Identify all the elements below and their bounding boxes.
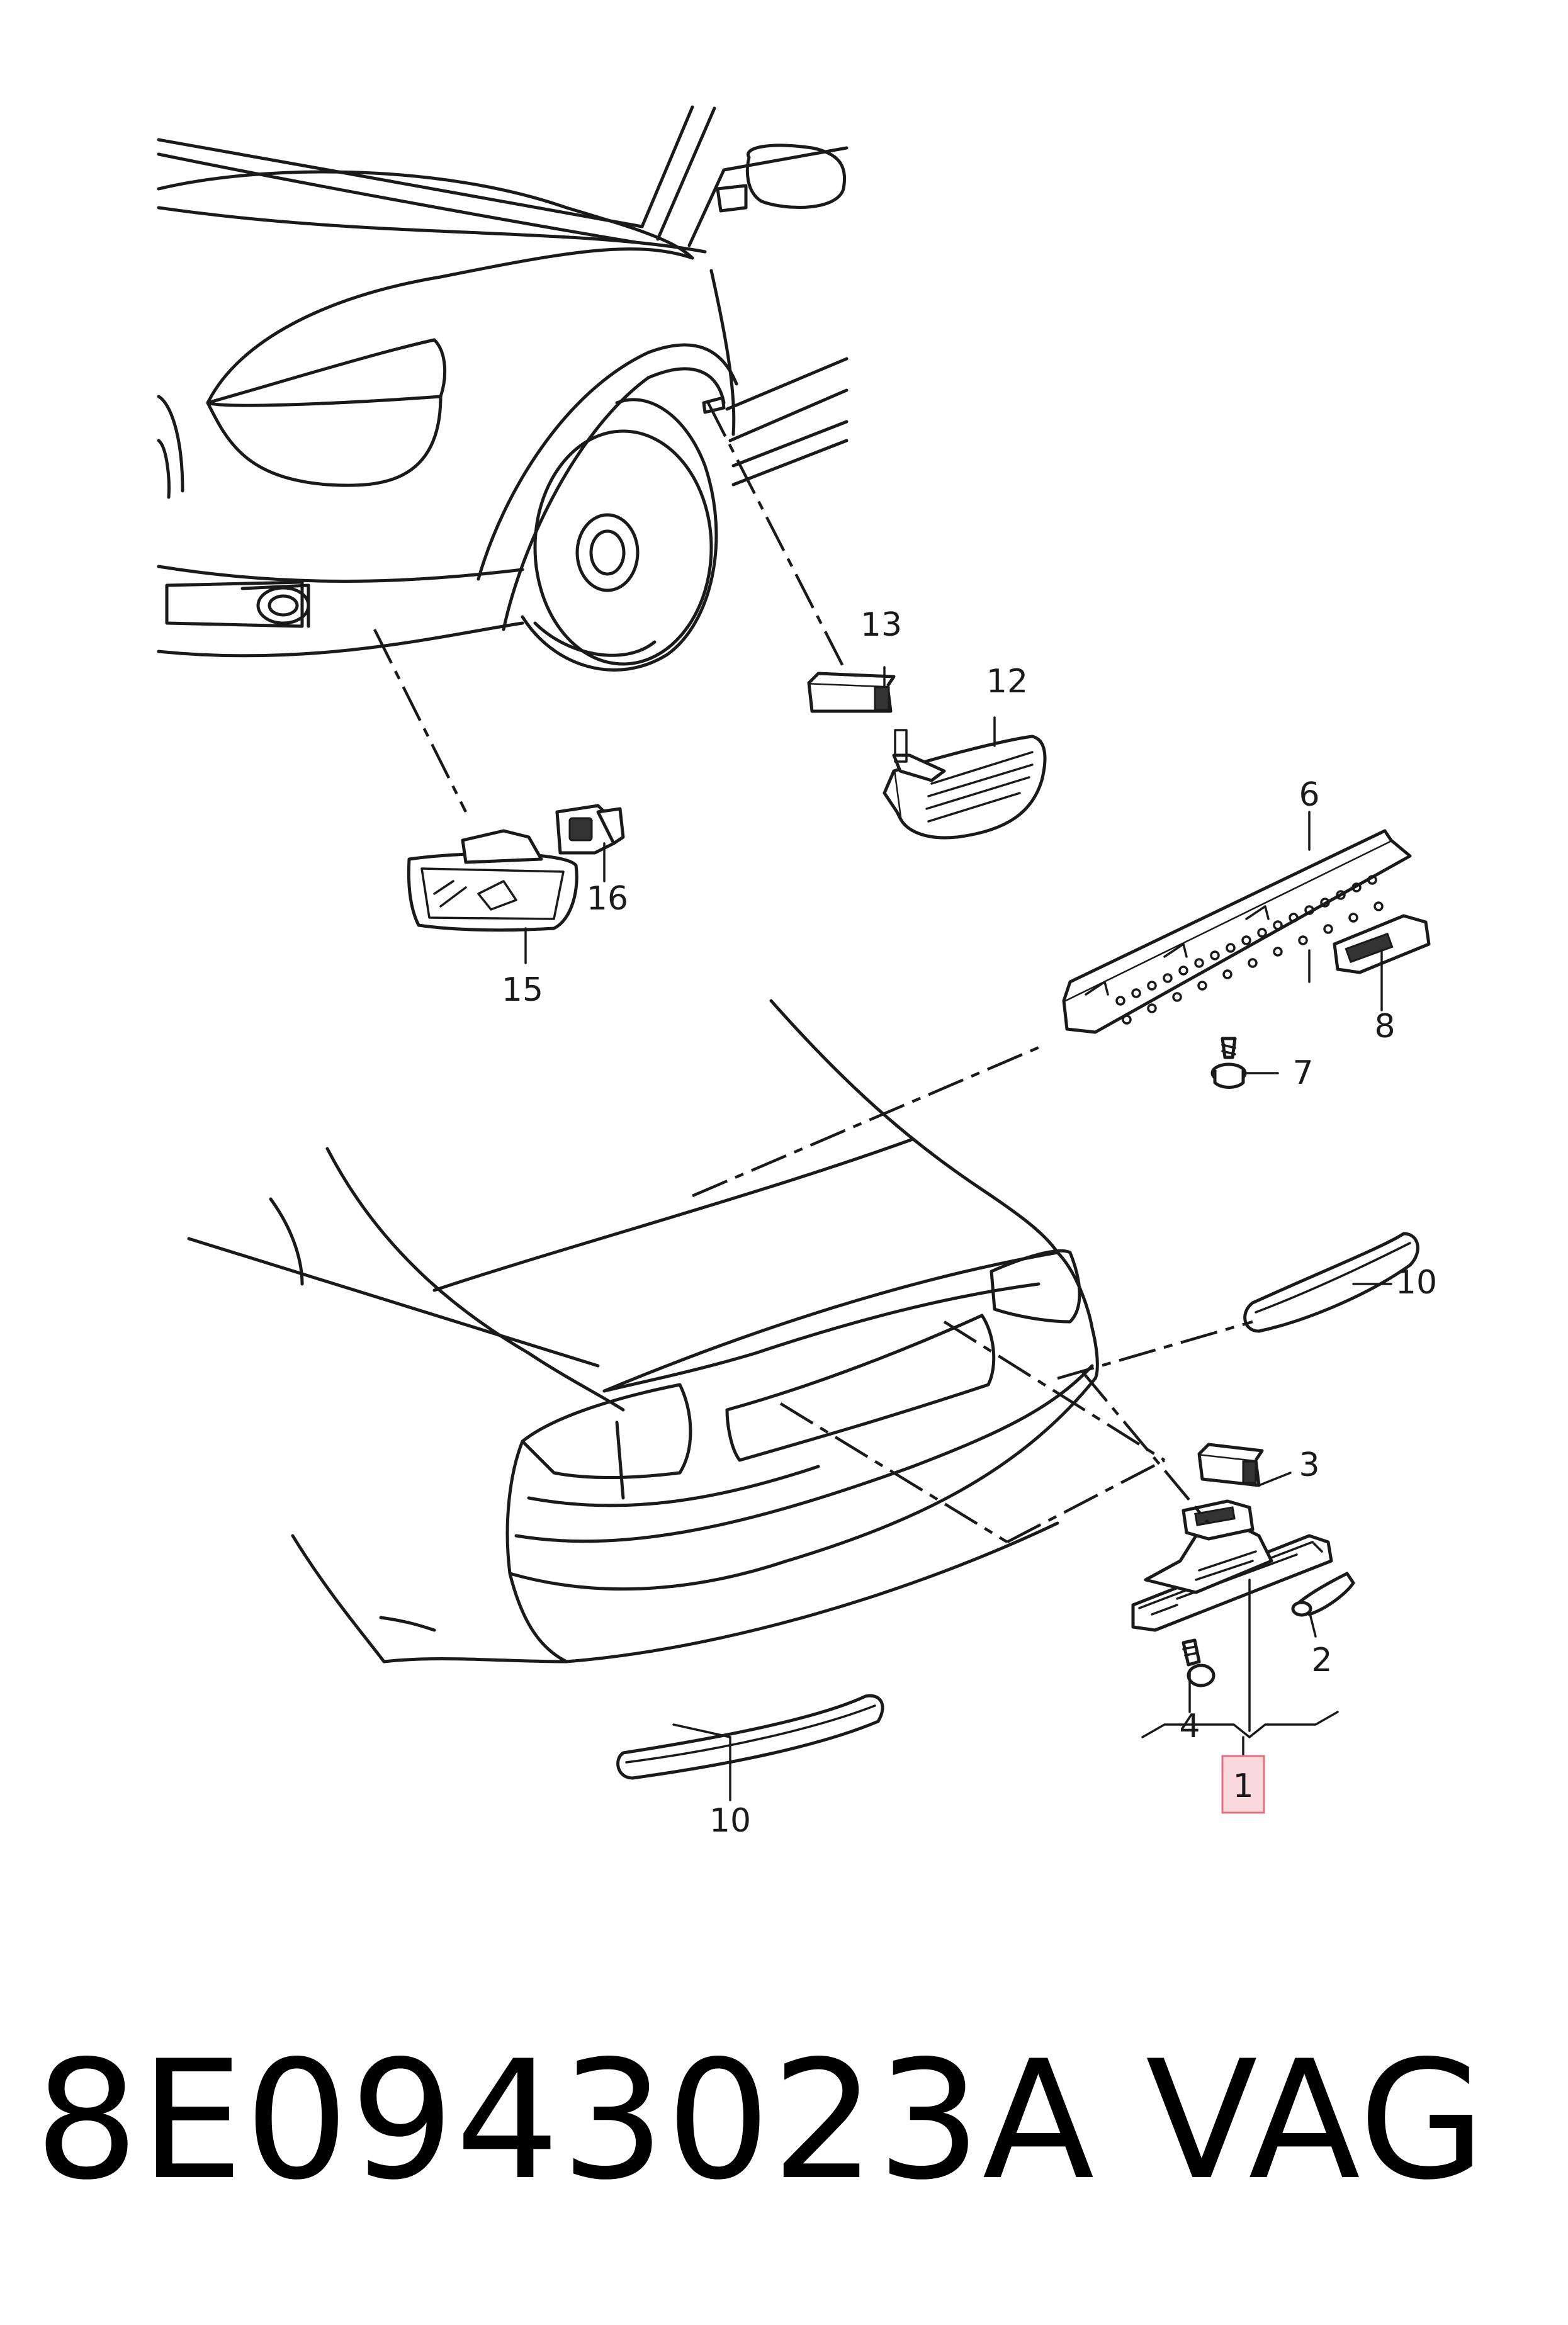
part-6-lamp-carrier — [1062, 829, 1412, 1034]
rear-car-illustration — [187, 999, 1099, 1664]
leader-lines — [373, 402, 1253, 1543]
callout-numbers: 1 2 3 4 6 7 8 10 10 12 13 15 16 — [502, 606, 1437, 1840]
callout-10-right[interactable]: 10 — [1396, 1264, 1437, 1302]
callout-lines — [524, 666, 1392, 1801]
callout-13[interactable]: 13 — [860, 606, 902, 644]
callout-2[interactable]: 2 — [1311, 1641, 1332, 1679]
part-10-reflector-left — [616, 1694, 884, 1780]
lamp-carrier-holes — [1115, 875, 1384, 1025]
part-7-screw — [1210, 1037, 1247, 1089]
part-10-reflector-right — [1243, 1232, 1419, 1333]
callout-8[interactable]: 8 — [1374, 1008, 1395, 1045]
part-12-side-marker — [883, 729, 1047, 840]
part-2-bulb — [1291, 1572, 1355, 1617]
part-16-bulb-holder — [555, 804, 625, 855]
callout-7[interactable]: 7 — [1292, 1054, 1313, 1092]
front-car-illustration — [157, 105, 849, 672]
callout-1-highlight — [1221, 1755, 1265, 1814]
part-8-bulb — [1333, 914, 1431, 974]
callout-15[interactable]: 15 — [502, 971, 543, 1009]
part-4-screw — [1182, 1638, 1215, 1687]
part-1-licence-plate-light — [1131, 1499, 1333, 1632]
part-15-fog-light — [407, 829, 578, 932]
callout-12[interactable]: 12 — [986, 663, 1028, 701]
callout-4[interactable]: 4 — [1179, 1708, 1200, 1745]
callout-3[interactable]: 3 — [1299, 1446, 1319, 1484]
brand-name: VAG — [1146, 2026, 1487, 2216]
callout-16[interactable]: 16 — [587, 880, 628, 918]
part-3-bulb — [1197, 1443, 1264, 1487]
part-13-bulb — [807, 672, 896, 713]
part-number: 8E0943023A — [35, 2026, 1096, 2216]
callout-6[interactable]: 6 — [1299, 776, 1319, 814]
footer: 8E0943023A VAG — [0, 1989, 1568, 2253]
callout-1[interactable]: 1 — [1232, 1767, 1253, 1805]
callout-10-left[interactable]: 10 — [709, 1802, 751, 1840]
